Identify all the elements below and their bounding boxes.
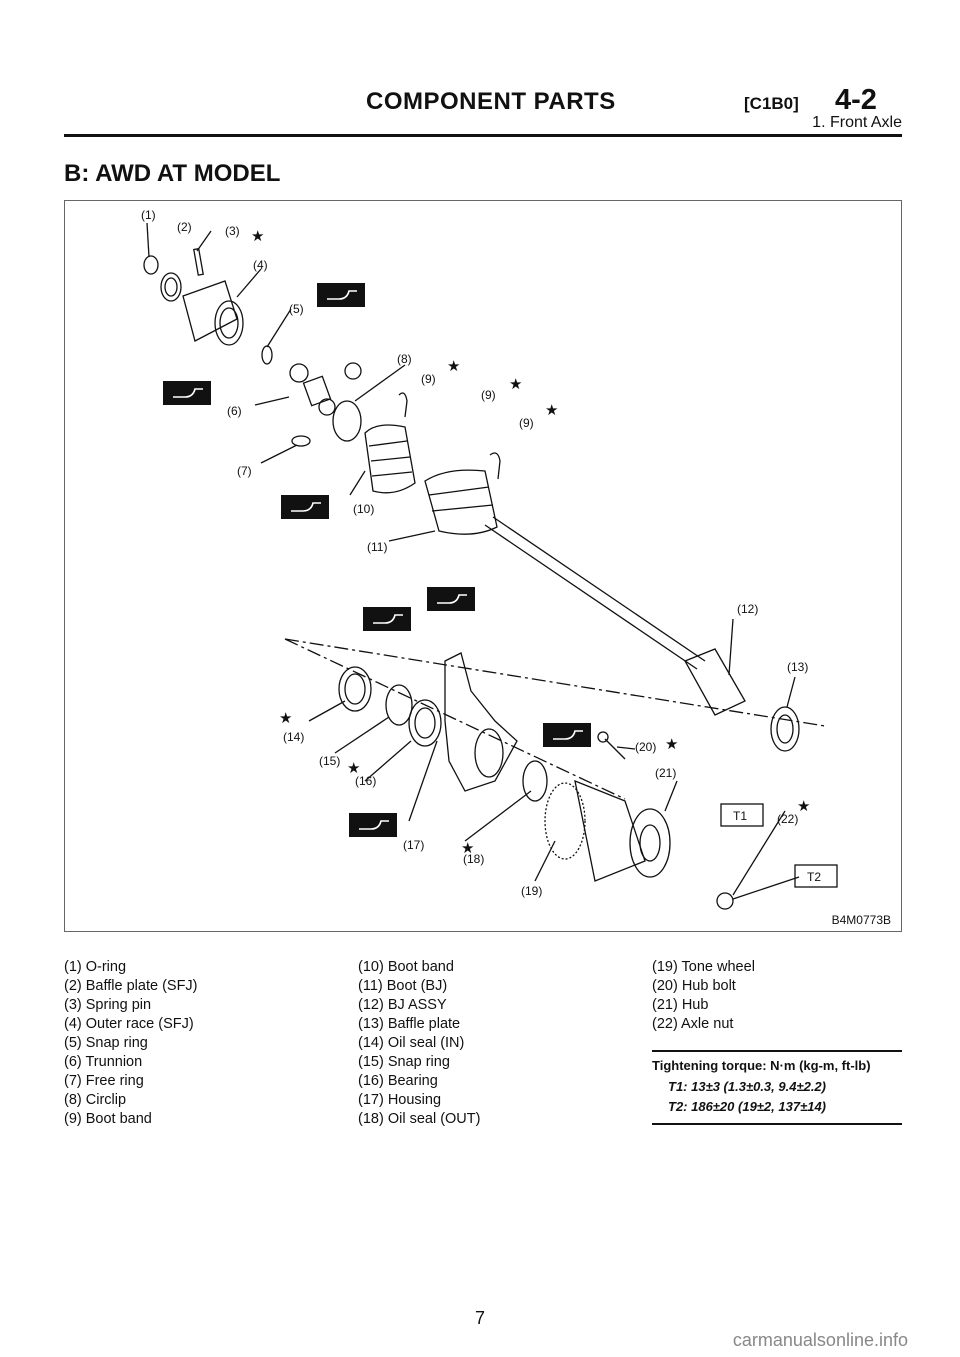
legend-column-3: (19) Tone wheel (20) Hub bolt (21) Hub (…: [652, 958, 755, 1034]
callout-15: (15): [319, 754, 340, 768]
header-subsection: 1. Front Axle: [812, 114, 902, 131]
svg-text:★: ★: [509, 375, 522, 393]
legend-item: (4) Outer race (SFJ): [64, 1016, 194, 1032]
callout-22: (22): [777, 812, 798, 826]
torque-box-t2: T2: [807, 870, 821, 884]
legend-item: (3) Spring pin: [64, 997, 152, 1013]
svg-text:★: ★: [251, 227, 264, 245]
callout-14: (14): [283, 730, 304, 744]
legend-item: (20) Hub bolt: [652, 978, 736, 994]
svg-text:★: ★: [447, 357, 460, 375]
callout-3: (3): [225, 224, 240, 238]
legend-item: (2) Baffle plate (SFJ): [64, 978, 198, 994]
legend-item: (7) Free ring: [64, 1073, 144, 1089]
svg-text:★: ★: [347, 759, 360, 777]
section-title: B: AWD AT MODEL: [64, 160, 281, 187]
callout-19: (19): [521, 884, 542, 898]
legend-column-1: (1) O-ring (2) Baffle plate (SFJ) (3) Sp…: [64, 958, 198, 1129]
svg-text:★: ★: [797, 797, 810, 815]
callout-8: (8): [397, 352, 412, 366]
legend-item: (6) Trunnion: [64, 1054, 143, 1070]
watermark: carmanualsonline.info: [732, 1330, 908, 1350]
callout-9a: (9): [421, 372, 436, 386]
legend-item: (11) Boot (BJ): [358, 978, 448, 994]
callout-20: (20): [635, 740, 656, 754]
callout-6: (6): [227, 404, 242, 418]
callout-9c: (9): [519, 416, 534, 430]
torque-t2: T2: 186±20 (19±2, 137±14): [668, 1099, 826, 1114]
figure-code: B4M0773B: [831, 913, 891, 927]
callout-4: (4): [253, 258, 268, 272]
header-rule: [64, 134, 902, 137]
torque-table: Tightening torque: N·m (kg-m, ft-lb) T1:…: [652, 1050, 902, 1125]
svg-text:★: ★: [545, 401, 558, 419]
legend-item: (18) Oil seal (OUT): [358, 1111, 481, 1127]
svg-text:★: ★: [461, 839, 474, 857]
torque-heading: Tightening torque: N·m (kg-m, ft-lb): [652, 1058, 871, 1073]
legend-item: (10) Boot band: [358, 959, 454, 975]
callout-7: (7): [237, 464, 252, 478]
diagram-svg: T1 T2 ★ ★ ★ ★ ★ ★ ★ ★ ★ (1) (2) (3) (4) …: [141, 208, 838, 910]
legend-item: (16) Bearing: [358, 1073, 438, 1089]
legend-item: (1) O-ring: [64, 959, 127, 975]
legend-item: (21) Hub: [652, 997, 709, 1013]
legend-item: (15) Snap ring: [358, 1054, 450, 1070]
callout-18: (18): [463, 852, 484, 866]
callout-21: (21): [655, 766, 676, 780]
header-code: [C1B0]: [744, 94, 799, 113]
callout-13: (13): [787, 660, 808, 674]
legend-item: (22) Axle nut: [652, 1016, 734, 1032]
exploded-diagram: T1 T2 ★ ★ ★ ★ ★ ★ ★ ★ ★ (1) (2) (3) (4) …: [64, 200, 902, 932]
callout-5: (5): [289, 302, 304, 316]
header-section: 4-2: [835, 84, 877, 116]
torque-t1: T1: 13±3 (1.3±0.3, 9.4±2.2): [668, 1079, 826, 1094]
callout-2: (2): [177, 220, 192, 234]
callout-17: (17): [403, 838, 424, 852]
legend-item: (8) Circlip: [64, 1092, 127, 1108]
header-title: COMPONENT PARTS: [366, 88, 616, 115]
callout-16: (16): [355, 774, 376, 788]
page-number: 7: [474, 1308, 485, 1328]
legend-item: (14) Oil seal (IN): [358, 1035, 465, 1051]
callout-10: (10): [353, 502, 374, 516]
svg-text:★: ★: [665, 735, 678, 753]
torque-box-t1: T1: [733, 809, 747, 823]
callout-1: (1): [141, 208, 156, 222]
legend-item: (19) Tone wheel: [652, 959, 755, 975]
legend-item: (17) Housing: [358, 1092, 442, 1108]
legend-item: (13) Baffle plate: [358, 1016, 461, 1032]
svg-text:★: ★: [279, 709, 292, 727]
callout-12: (12): [737, 602, 758, 616]
legend-item: (5) Snap ring: [64, 1035, 148, 1051]
callout-11: (11): [367, 540, 387, 554]
legend-item: (12) BJ ASSY: [358, 997, 447, 1013]
callout-9b: (9): [481, 388, 496, 402]
legend-item: (9) Boot band: [64, 1111, 152, 1127]
legend-column-2: (10) Boot band (11) Boot (BJ) (12) BJ AS…: [358, 958, 480, 1129]
